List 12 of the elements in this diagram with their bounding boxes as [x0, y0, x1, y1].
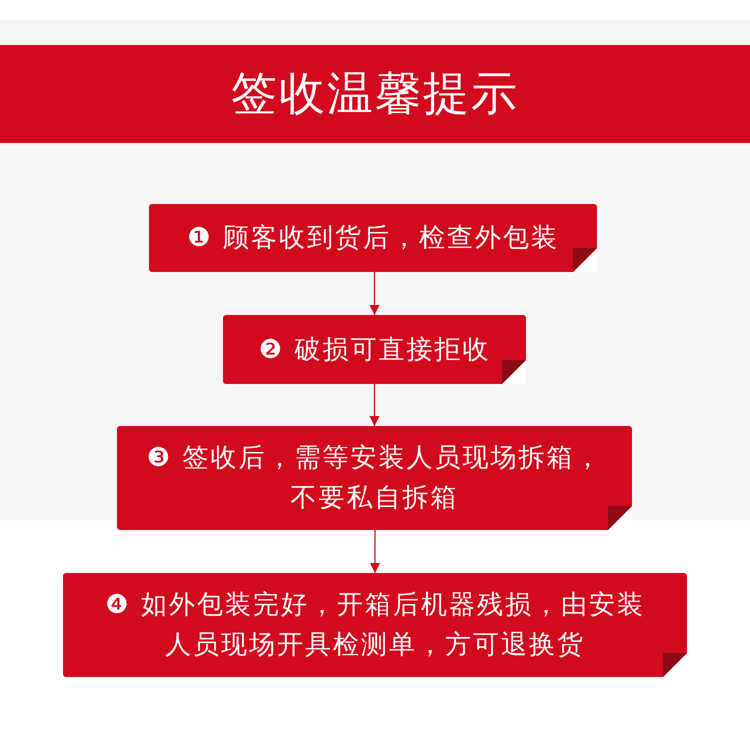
step-text: ❶ 顾客收到货后，检查外包装: [187, 222, 559, 255]
step-box: [149, 204, 597, 272]
arrow: [370, 530, 380, 573]
step-text: ❸ 签收后，需等安装人员现场拆箱，不要私自拆箱: [146, 442, 604, 515]
step-box: [63, 573, 687, 677]
title: 签收温馨提示: [231, 65, 519, 122]
arrow: [370, 272, 380, 315]
arrow: [370, 384, 380, 426]
step-box: [117, 426, 632, 530]
step-box: [223, 315, 526, 384]
step-text: ❷ 破损可直接拒收: [258, 334, 490, 366]
step-text: ❹ 如外包装完好，开箱后机器残损，由安装人员现场开具检测单，方可退换货: [104, 589, 646, 662]
